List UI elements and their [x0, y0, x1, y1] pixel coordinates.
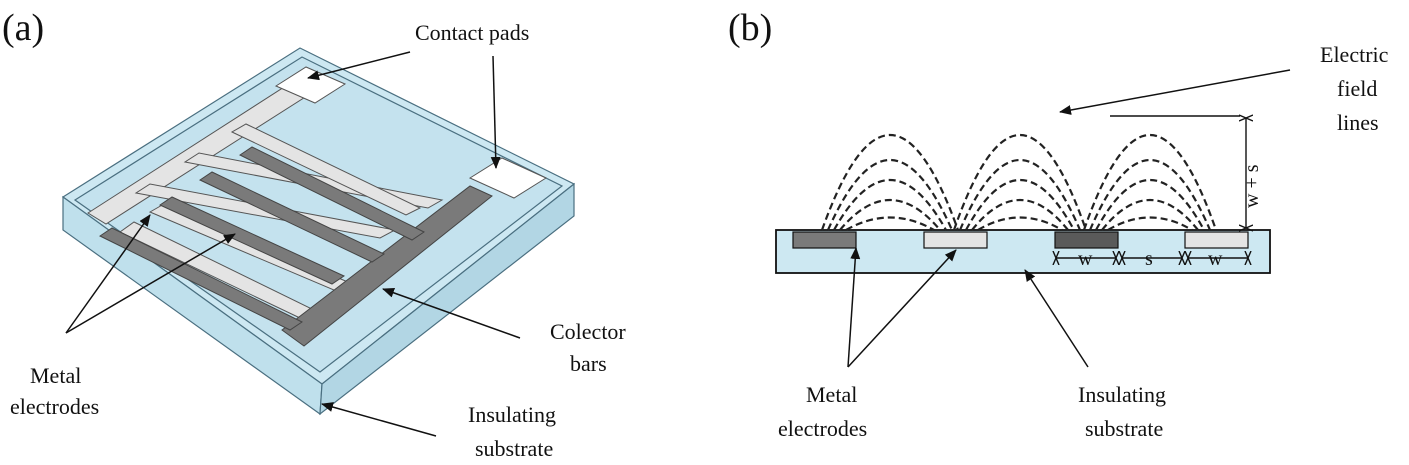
- label-colector-bars-1: Colector: [550, 319, 626, 344]
- dim-w1: w: [1078, 248, 1093, 270]
- label-insulating-substrate-a-2: substrate: [475, 436, 553, 461]
- label-contact-pads: Contact pads: [415, 20, 529, 45]
- label-metal-electrodes-a-2: electrodes: [10, 394, 99, 419]
- dim-s: s: [1145, 248, 1153, 270]
- label-electric-field-2: field: [1337, 76, 1377, 101]
- label-metal-electrodes-b-2: electrodes: [778, 416, 867, 441]
- arrow-electric-field: [1059, 69, 1291, 115]
- label-insulating-substrate-b-2: substrate: [1085, 416, 1163, 441]
- electric-field-lines: [820, 133, 1218, 231]
- contact-pad-light: [274, 66, 347, 104]
- label-electric-field-1: Electric: [1320, 42, 1389, 67]
- arrow-contact-pad-1: [307, 51, 411, 81]
- arrow-colector-bars: [382, 287, 521, 339]
- dim-w2: w: [1208, 248, 1223, 270]
- panel-b: (b) w + s: [728, 7, 1389, 441]
- label-insulating-substrate-a-1: Insulating: [468, 402, 556, 427]
- electrode-dark-2: [1054, 231, 1119, 249]
- dim-w-plus-s: w + s: [1241, 164, 1263, 208]
- label-metal-electrodes-a-1: Metal: [30, 363, 81, 388]
- label-colector-bars-2: bars: [570, 351, 607, 376]
- label-insulating-substrate-b-1: Insulating: [1078, 382, 1166, 407]
- dark-electrode-comb: [99, 146, 493, 347]
- electrode-light-1: [923, 231, 988, 249]
- panel-a: (a) Con: [2, 7, 626, 461]
- arrow-insulating-substrate-b: [1024, 269, 1089, 368]
- arrow-metal-electrodes-b-2: [847, 249, 957, 368]
- arrow-metal-electrodes-a-2: [65, 233, 236, 334]
- panel-a-label: (a): [2, 7, 44, 49]
- label-electric-field-3: lines: [1337, 110, 1379, 135]
- arrow-insulating-substrate-a: [321, 402, 437, 437]
- arrow-metal-electrodes-a-1: [65, 214, 151, 334]
- electrode-light-2: [1184, 231, 1249, 249]
- arrow-metal-electrodes-b-1: [847, 247, 861, 368]
- electrode-dark-1: [792, 231, 857, 249]
- label-metal-electrodes-b-1: Metal: [806, 382, 857, 407]
- panel-b-label: (b): [728, 7, 772, 49]
- arrow-contact-pad-2: [490, 55, 501, 169]
